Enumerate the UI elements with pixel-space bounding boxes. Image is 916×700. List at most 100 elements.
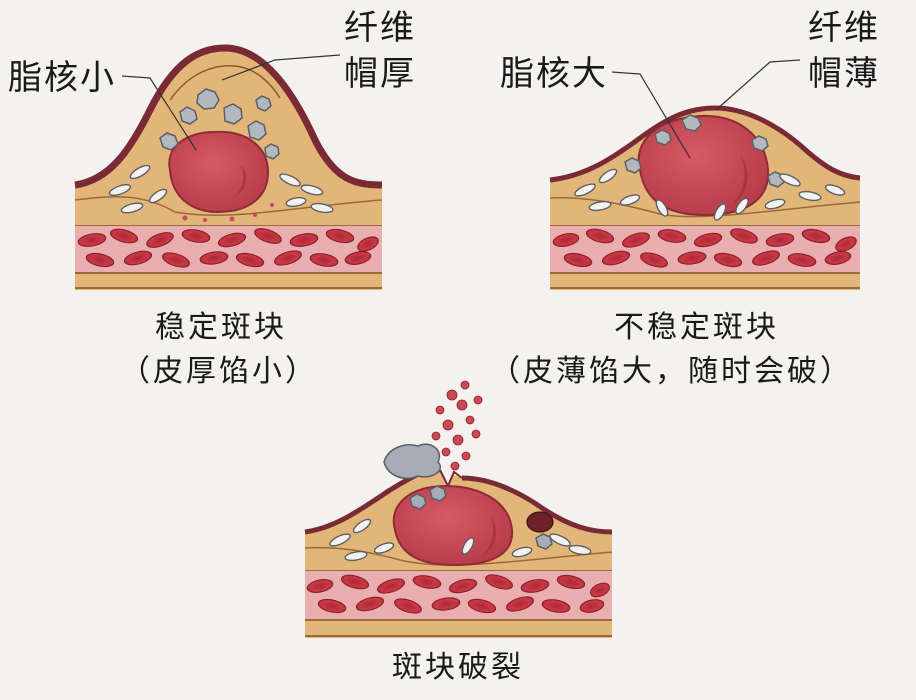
smooth-muscle-cell bbox=[619, 194, 641, 206]
red-blood-cell bbox=[677, 251, 707, 265]
red-blood-cell bbox=[693, 232, 723, 248]
core-label-leader bbox=[121, 75, 197, 151]
fibrous-cap-rim bbox=[549, 105, 861, 183]
red-blood-cell bbox=[765, 233, 795, 247]
smooth-muscle-cells bbox=[108, 164, 334, 214]
smooth-muscle-cell bbox=[300, 184, 324, 196]
lipid-droplet bbox=[270, 203, 274, 207]
fibrous-cap-rim-right bbox=[461, 475, 613, 535]
foam-cell bbox=[409, 493, 427, 510]
red-blood-cell bbox=[448, 578, 478, 594]
debris-particle bbox=[435, 405, 445, 415]
red-blood-cell bbox=[601, 250, 631, 266]
core-shadow bbox=[482, 515, 497, 556]
red-blood-cell bbox=[146, 232, 174, 248]
foam-cell bbox=[681, 114, 702, 132]
red-blood-cells bbox=[77, 228, 379, 268]
red-blood-cell bbox=[199, 251, 229, 265]
smooth-muscle-cell bbox=[713, 203, 727, 221]
unstable-core-label: 脂核大 bbox=[500, 54, 608, 94]
foam-cell bbox=[264, 143, 280, 160]
red-blood-cell bbox=[579, 599, 605, 613]
smooth-muscle-cell bbox=[568, 544, 592, 556]
smooth-muscle-cell bbox=[798, 190, 822, 202]
debris-particle bbox=[456, 399, 468, 411]
debris-particle bbox=[461, 451, 471, 461]
smooth-muscle-cell bbox=[655, 199, 669, 217]
foam-cell bbox=[429, 485, 447, 502]
red-blood-cell bbox=[585, 228, 615, 244]
intima-line bbox=[549, 196, 861, 218]
red-blood-cell bbox=[309, 253, 339, 267]
red-blood-cell bbox=[123, 250, 153, 266]
smooth-muscle-cells bbox=[329, 518, 592, 562]
red-blood-cell bbox=[431, 597, 461, 611]
smooth-muscle-cell bbox=[352, 518, 372, 534]
red-blood-cell bbox=[181, 229, 211, 243]
lipid-droplet bbox=[229, 216, 235, 222]
smooth-muscle-cell bbox=[574, 183, 596, 197]
ruptured-plaque bbox=[304, 380, 613, 638]
red-blood-cell bbox=[306, 579, 334, 593]
red-blood-cell bbox=[394, 598, 422, 614]
cap-inner-line bbox=[169, 64, 281, 101]
smooth-muscle-cell bbox=[824, 184, 846, 196]
lipid-droplets bbox=[182, 203, 274, 222]
stable-core-label: 脂核小 bbox=[8, 58, 116, 98]
unstable-cap-label-line1: 纤维 bbox=[808, 8, 880, 48]
red-blood-cell bbox=[824, 251, 852, 265]
debris-particle bbox=[460, 380, 470, 390]
smooth-muscle-cell bbox=[735, 197, 749, 215]
smooth-muscle-cell bbox=[329, 533, 351, 547]
smooth-muscle-cell bbox=[310, 202, 334, 214]
red-blood-cell bbox=[289, 233, 319, 247]
smooth-muscle-cell bbox=[511, 546, 533, 558]
red-blood-cell bbox=[563, 252, 593, 268]
foam-cell bbox=[751, 135, 769, 152]
red-blood-cell bbox=[801, 228, 831, 244]
smooth-muscle-cell bbox=[285, 196, 307, 208]
red-blood-cell bbox=[355, 596, 385, 612]
unstable-plaque bbox=[549, 59, 861, 290]
escaping-lipid-debris bbox=[431, 380, 483, 471]
debris-particle bbox=[442, 419, 454, 431]
platelet-clump bbox=[383, 443, 441, 480]
red-blood-cell bbox=[325, 228, 355, 244]
red-blood-cell bbox=[467, 598, 497, 614]
foam-cell bbox=[159, 132, 179, 151]
unstable-plaque-title: 不稳定斑块 bbox=[614, 310, 779, 345]
red-blood-cell bbox=[787, 253, 817, 267]
red-blood-cell bbox=[730, 228, 758, 244]
red-blood-cell bbox=[344, 251, 372, 265]
cap-label-leader bbox=[715, 59, 801, 111]
rupture-tear bbox=[439, 469, 463, 489]
fibrous-cap-rim bbox=[74, 44, 383, 189]
thrombus bbox=[526, 511, 554, 533]
core-label-leader bbox=[611, 71, 691, 159]
foam-cell bbox=[654, 129, 672, 146]
red-blood-cell bbox=[85, 252, 115, 268]
smooth-muscle-cell bbox=[148, 188, 168, 204]
smooth-muscle-cell bbox=[549, 533, 571, 547]
red-blood-cell bbox=[590, 582, 610, 598]
debris-particle bbox=[450, 461, 460, 471]
debris-particle bbox=[465, 415, 475, 425]
smooth-muscle-cell bbox=[461, 537, 475, 555]
core-shadow bbox=[235, 165, 247, 196]
smooth-muscle-cell bbox=[129, 164, 151, 180]
stable-plaque bbox=[74, 44, 383, 290]
lipid-droplet bbox=[182, 215, 188, 221]
stable-cap-label-line1: 纤维 bbox=[344, 8, 416, 48]
red-blood-cell bbox=[622, 232, 650, 248]
foam-cells bbox=[159, 88, 280, 160]
red-blood-cell bbox=[235, 252, 265, 268]
debris-particle bbox=[431, 431, 441, 441]
foam-cell bbox=[179, 106, 198, 125]
red-blood-cell bbox=[835, 236, 857, 252]
core-shadow bbox=[732, 155, 748, 205]
foam-cell bbox=[624, 157, 642, 174]
lipid-core-small bbox=[168, 130, 270, 214]
foam-cell bbox=[535, 533, 553, 550]
red-blood-cell bbox=[506, 596, 534, 612]
red-blood-cell bbox=[657, 229, 687, 243]
